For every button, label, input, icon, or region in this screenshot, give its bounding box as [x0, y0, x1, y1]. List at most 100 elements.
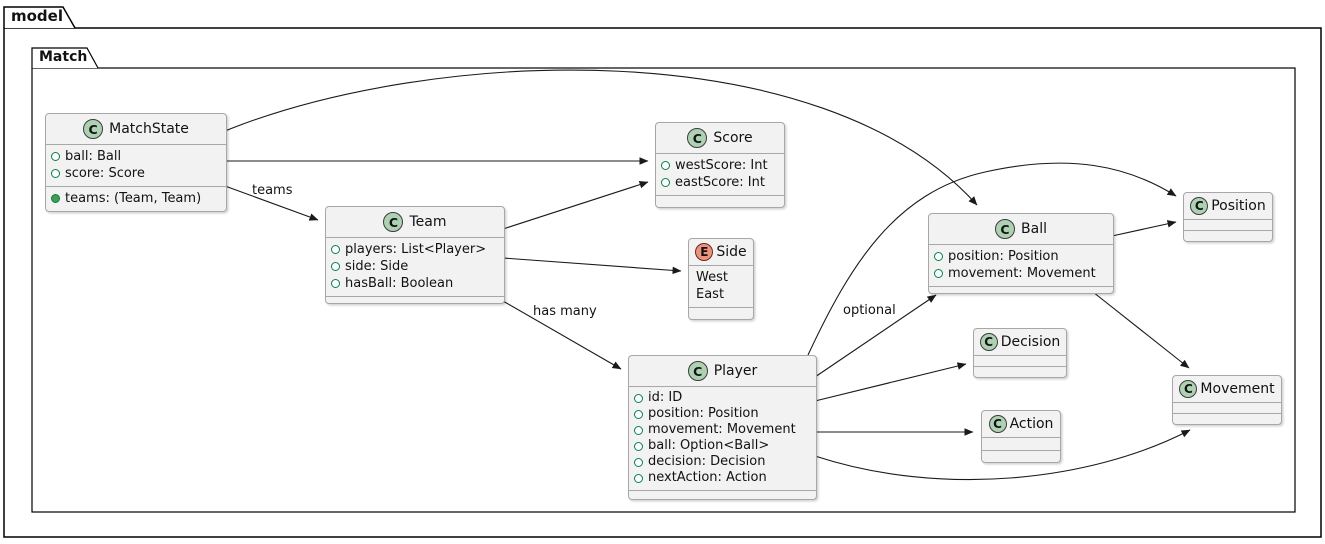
- package-model-label: model: [11, 7, 63, 25]
- field-text: position: Position: [648, 406, 759, 421]
- class-name: Player: [713, 363, 758, 379]
- field-icon: [634, 409, 643, 419]
- edge-label-optional: optional: [843, 303, 896, 318]
- field-text: nextAction: Action: [648, 470, 767, 485]
- field-icon: [331, 245, 340, 254]
- class-box-score: C Score westScore: Int eastScore: Int: [655, 122, 785, 208]
- field-icon: [51, 152, 60, 161]
- field-text: movement: Movement: [948, 266, 1096, 281]
- class-header-matchstate: C MatchState: [46, 114, 226, 144]
- class-box-action: C Action: [981, 410, 1061, 463]
- field-row: score: Score: [51, 165, 220, 182]
- empty-fields-section: [982, 437, 1060, 450]
- class-name: Decision: [1000, 334, 1061, 350]
- edge-player-to-decision: [814, 362, 967, 402]
- fields-section: westScore: Int eastScore: Int: [656, 153, 784, 195]
- empty-fields-section: [1184, 219, 1272, 230]
- edge-label-has-many: has many: [533, 304, 597, 319]
- class-badge-icon: C: [1190, 197, 1209, 215]
- class-name: Score: [713, 130, 753, 146]
- field-text: westScore: Int: [675, 158, 768, 173]
- class-name: Team: [409, 214, 447, 230]
- field-row: id: ID: [634, 390, 810, 406]
- class-header-team: C Team: [326, 207, 504, 237]
- empty-methods-section: [982, 449, 1060, 463]
- class-badge-icon: C: [1179, 380, 1198, 398]
- class-badge-icon: C: [687, 128, 708, 148]
- class-header-decision: C Decision: [974, 329, 1066, 355]
- package-match-label: Match: [39, 49, 88, 65]
- field-text: side: Side: [345, 259, 409, 274]
- field-row: westScore: Int: [661, 157, 778, 174]
- edge-matchstate-to-ball: [224, 69, 978, 206]
- field-text: score: Score: [65, 166, 145, 181]
- field-row: hasBall: Boolean: [331, 275, 498, 292]
- field-icon: [934, 269, 943, 278]
- edge-ball-to-position: [1111, 220, 1177, 237]
- field-row: position: Position: [934, 248, 1107, 265]
- field-icon: [934, 252, 943, 261]
- field-icon: [661, 178, 670, 187]
- fields-section: id: ID position: Position movement: Move…: [629, 386, 816, 490]
- class-box-team: C Team players: List<Player> side: Side …: [325, 206, 505, 304]
- field-icon: [634, 393, 643, 403]
- field-text: position: Position: [948, 249, 1059, 264]
- methods-section: teams: (Team, Team): [46, 186, 226, 211]
- class-header-score: C Score: [656, 123, 784, 153]
- enum-box-side: E Side West East: [688, 238, 754, 320]
- field-text: ball: Option<Ball>: [648, 438, 770, 453]
- empty-methods-section: [1184, 230, 1272, 241]
- empty-methods-section: [326, 296, 504, 303]
- class-box-matchstate: C MatchState ball: Ball score: Score tea…: [45, 113, 227, 212]
- field-icon: [634, 425, 643, 435]
- class-name: Movement: [1200, 381, 1275, 397]
- class-name: Position: [1211, 198, 1266, 214]
- field-row: ball: Option<Ball>: [634, 438, 810, 454]
- field-text: movement: Movement: [648, 422, 796, 437]
- edge-ball-to-movement: [1092, 291, 1190, 369]
- empty-fields-section: [1173, 402, 1281, 413]
- field-row: movement: Movement: [634, 422, 810, 438]
- class-badge-icon: C: [995, 219, 1016, 239]
- field-text: hasBall: Boolean: [345, 276, 454, 291]
- class-box-player: C Player id: ID position: Position movem…: [628, 355, 817, 500]
- enum-name: Side: [716, 244, 747, 260]
- field-row: eastScore: Int: [661, 174, 778, 191]
- field-text: ball: Ball: [65, 149, 122, 164]
- field-icon: [51, 169, 60, 178]
- edge-label-teams: teams: [252, 183, 293, 198]
- class-name: Ball: [1021, 221, 1047, 237]
- edge-team-to-score: [502, 181, 649, 230]
- fields-section: ball: Ball score: Score: [46, 144, 226, 186]
- class-box-movement: C Movement: [1172, 375, 1282, 425]
- field-row: decision: Decision: [634, 454, 810, 470]
- field-row: side: Side: [331, 258, 498, 275]
- class-badge-icon: C: [988, 415, 1007, 433]
- class-badge-icon: C: [83, 119, 104, 139]
- empty-methods-section: [629, 490, 816, 499]
- edge-team-to-side: [502, 257, 682, 275]
- empty-methods-section: [929, 286, 1113, 293]
- field-icon: [331, 262, 340, 271]
- class-badge-icon: C: [383, 212, 404, 232]
- enum-header-side: E Side: [689, 239, 753, 265]
- class-box-position: C Position: [1183, 192, 1273, 242]
- enum-values-section: West East: [689, 265, 753, 307]
- empty-methods-section: [1173, 413, 1281, 424]
- class-box-decision: C Decision: [973, 328, 1067, 378]
- class-box-ball: C Ball position: Position movement: Move…: [928, 213, 1114, 294]
- class-header-player: C Player: [629, 356, 816, 386]
- class-header-position: C Position: [1184, 193, 1272, 219]
- field-icon: [634, 473, 643, 483]
- class-header-action: C Action: [982, 411, 1060, 437]
- field-row: players: List<Player>: [331, 241, 498, 258]
- method-icon: [51, 194, 60, 203]
- enum-badge-icon: E: [695, 243, 714, 261]
- field-text: players: List<Player>: [345, 242, 487, 257]
- field-icon: [634, 457, 643, 467]
- field-text: eastScore: Int: [675, 175, 765, 190]
- field-row: movement: Movement: [934, 265, 1107, 282]
- method-row: teams: (Team, Team): [51, 190, 220, 207]
- fields-section: players: List<Player> side: Side hasBall…: [326, 237, 504, 296]
